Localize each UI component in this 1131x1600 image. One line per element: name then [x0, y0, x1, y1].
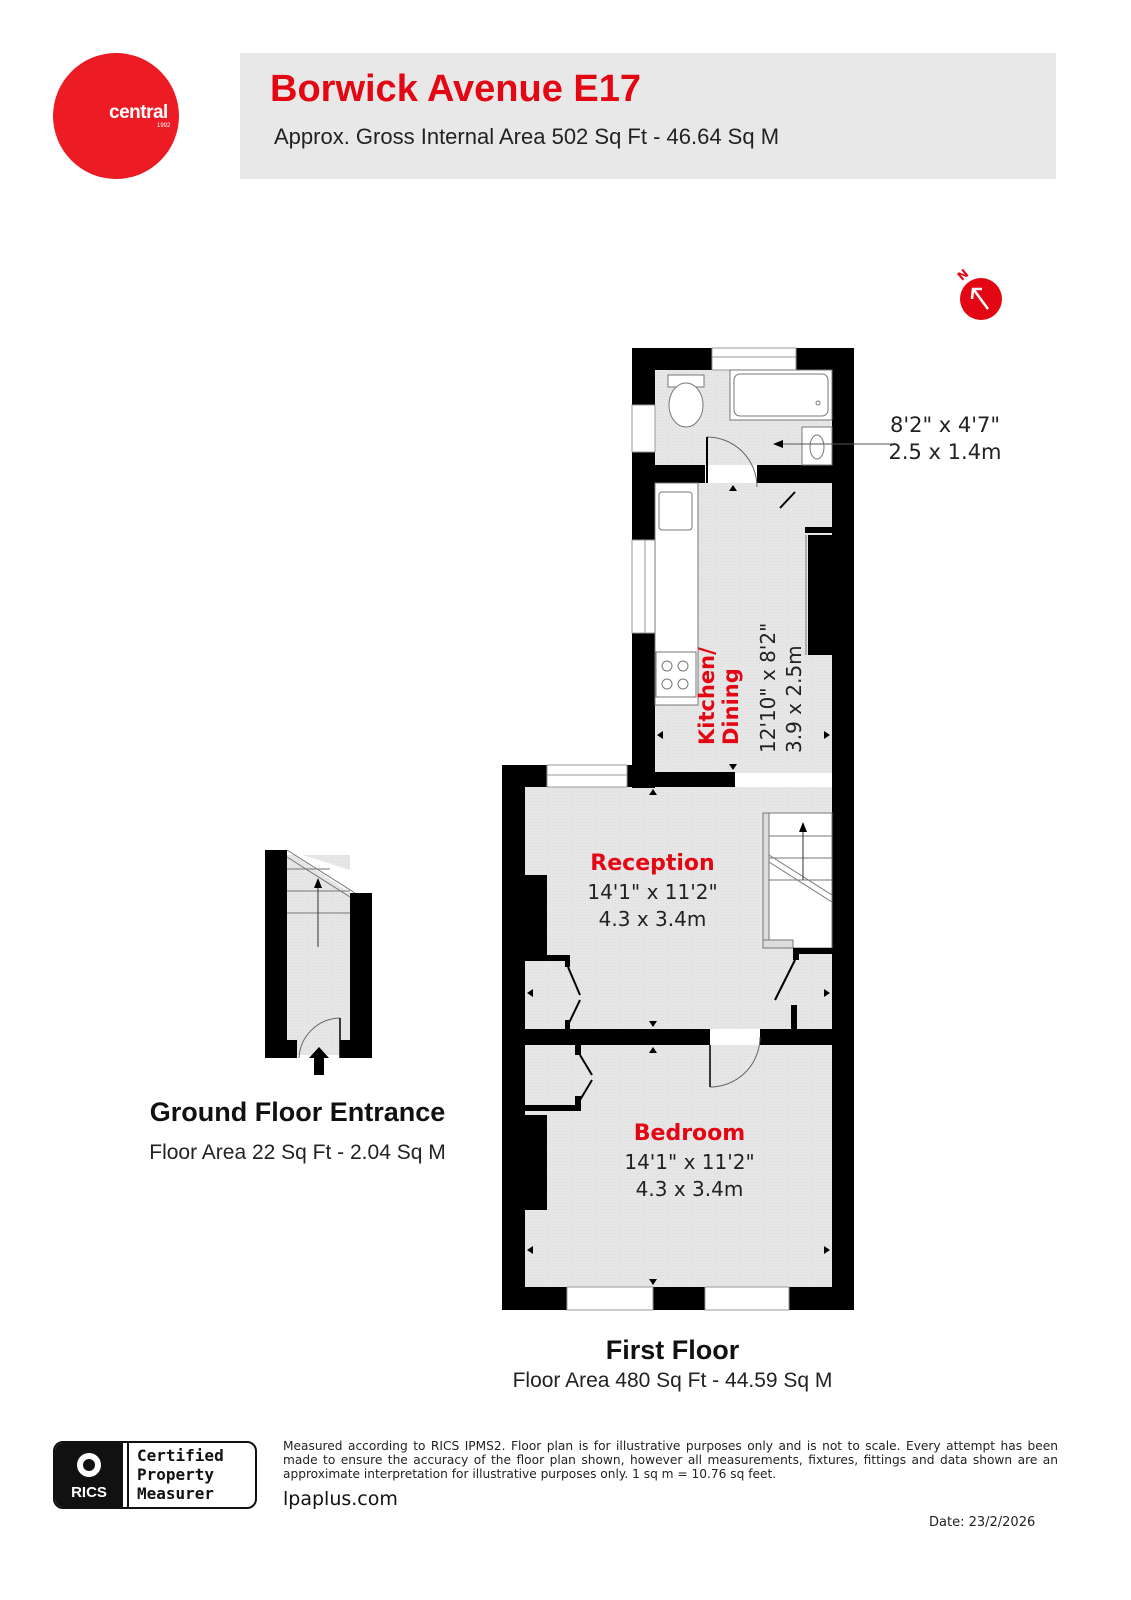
- reception-dims-metric: 4.3 x 3.4m: [598, 907, 707, 931]
- lion-crest-icon: [77, 1453, 101, 1477]
- ground-floor-area: Floor Area 22 Sq Ft - 2.04 Sq M: [149, 1141, 446, 1164]
- badge-divider: [127, 1443, 129, 1507]
- header-band: [240, 53, 1056, 179]
- badge-text: Certified Property Measurer: [137, 1446, 224, 1503]
- rics-logo: RICS: [55, 1443, 123, 1507]
- ground-floor-title: Ground Floor Entrance: [149, 1097, 446, 1127]
- website-link[interactable]: lpaplus.com: [283, 1488, 398, 1510]
- bedroom-dims-imperial: 14'1" x 11'2": [624, 1150, 755, 1174]
- logo-year: 1992: [157, 123, 171, 129]
- central-logo: central 1992: [53, 53, 179, 179]
- kitchen-name-line1: Kitchen/: [695, 647, 719, 745]
- logo-word: central: [109, 102, 168, 123]
- badge-line-2: Property: [137, 1465, 215, 1484]
- reception-dims-imperial: 14'1" x 11'2": [587, 880, 718, 904]
- disclaimer-text: Measured according to RICS IPMS2. Floor …: [283, 1439, 1058, 1481]
- kitchen-dims-imperial: 12'10" x 8'2": [756, 622, 780, 753]
- badge-line-3: Measurer: [137, 1484, 215, 1503]
- kitchen-label: Kitchen/ Dining: [695, 595, 743, 745]
- bedroom-name: Bedroom: [633, 1121, 746, 1146]
- compass: N: [950, 262, 1010, 324]
- badge-line-1: Certified: [137, 1446, 224, 1465]
- entrance-arrow-icon: [309, 1047, 329, 1075]
- property-title: Borwick Avenue E17: [270, 68, 642, 110]
- bathroom-label: 8'2" x 4'7" 2.5 x 1.4m: [880, 412, 1010, 466]
- bathroom-dims-metric: 2.5 x 1.4m: [888, 440, 1002, 464]
- gross-area: Approx. Gross Internal Area 502 Sq Ft - …: [274, 124, 780, 149]
- kitchen-dims: 12'10" x 8'2" 3.9 x 2.5m: [755, 603, 807, 753]
- kitchen-name-line2: Dining: [719, 668, 743, 745]
- reception-name: Reception: [590, 851, 715, 876]
- bathroom-dims-imperial: 8'2" x 4'7": [889, 413, 1001, 437]
- first-floor-area: Floor Area 480 Sq Ft - 44.59 Sq M: [512, 1369, 833, 1392]
- plan-date: Date: 23/2/2026: [929, 1515, 1036, 1530]
- kitchen-dims-metric: 3.9 x 2.5m: [782, 645, 806, 753]
- rics-wordmark: RICS: [71, 1484, 107, 1501]
- bedroom-dims-metric: 4.3 x 3.4m: [635, 1177, 744, 1201]
- first-floor-title: First Floor: [605, 1335, 740, 1365]
- first-floor-plan: [502, 347, 895, 1311]
- rics-certified-badge: RICS Certified Property Measurer: [53, 1441, 257, 1509]
- reception-label: Reception 14'1" x 11'2" 4.3 x 3.4m: [560, 850, 745, 932]
- ground-floor-plan: [265, 849, 372, 1075]
- north-arrow-icon: N: [955, 266, 1002, 320]
- bedroom-label: Bedroom 14'1" x 11'2" 4.3 x 3.4m: [597, 1120, 782, 1202]
